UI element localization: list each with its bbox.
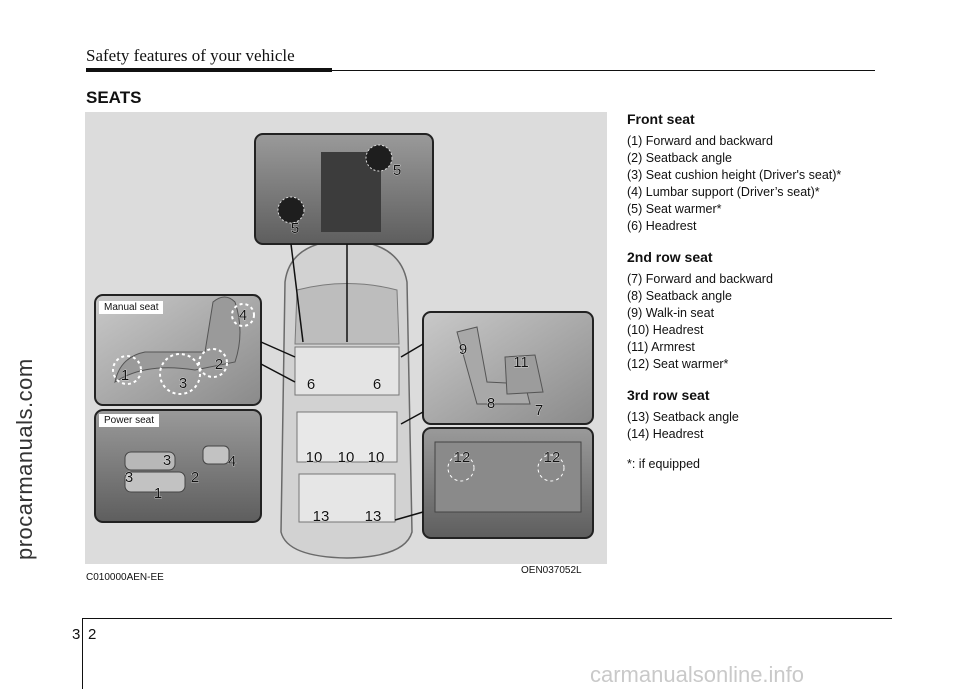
header-rule-thin	[332, 70, 875, 71]
front-seat-heading: Front seat	[627, 111, 695, 127]
section-title: SEATS	[86, 88, 142, 107]
list-item: (14) Headrest	[627, 427, 704, 441]
callout-10-c: 10	[368, 449, 385, 466]
second-row-inset	[422, 311, 594, 425]
chapter-number: 3	[72, 626, 81, 643]
seat-descriptions: Front seat (1) Forward and backward (2) …	[627, 111, 887, 471]
list-item: (9) Walk-in seat	[627, 306, 715, 320]
car-top-view	[280, 221, 413, 559]
footer-separator	[82, 618, 83, 689]
callout-3-power-b: 3	[125, 469, 133, 486]
third-row-heading: 3rd row seat	[627, 387, 710, 403]
list-item: (2) Seatback angle	[627, 151, 732, 165]
cargo-inset	[422, 427, 594, 539]
front-seat-list: (1) Forward and backward (2) Seatback an…	[627, 133, 887, 235]
running-header: Safety features of your vehicle	[86, 46, 295, 65]
callout-6-left: 6	[307, 376, 315, 393]
callout-4-power: 4	[228, 453, 236, 470]
list-item: (6) Headrest	[627, 219, 697, 233]
list-item: (7) Forward and backward	[627, 272, 773, 286]
third-row-list: (13) Seatback angle (14) Headrest	[627, 409, 887, 443]
callout-1-power: 1	[154, 485, 162, 502]
footer-rule	[82, 618, 892, 619]
callout-2-power: 2	[191, 469, 199, 486]
seats-illustration-svg: 5 5 4 2 3 1 3 4 3 2 1 6 6 9 11 8 7 10 10…	[94, 133, 594, 559]
header-rule-thick	[86, 68, 332, 72]
callout-3-manual: 3	[179, 375, 187, 392]
bottom-watermark: carmanualsonline.info	[590, 662, 805, 687]
list-item: (13) Seatback angle	[627, 410, 739, 424]
manual-seat-label: Manual seat	[99, 301, 164, 314]
callout-10-b: 10	[338, 449, 355, 466]
power-seat-inset	[94, 409, 262, 523]
list-item: (5) Seat warmer*	[627, 202, 722, 216]
connector-lines	[260, 243, 424, 521]
callout-12-right: 12	[544, 449, 561, 466]
callout-10-a: 10	[306, 449, 323, 466]
page-number: 2	[88, 626, 97, 643]
callout-7: 7	[535, 402, 543, 419]
second-row-heading: 2nd row seat	[627, 249, 713, 265]
manual-seat-inset	[94, 294, 262, 406]
callout-3-power-a: 3	[163, 452, 171, 469]
callout-4-manual: 4	[239, 307, 247, 324]
list-item: (12) Seat warmer*	[627, 357, 729, 371]
list-item: (1) Forward and backward	[627, 134, 773, 148]
list-item: (3) Seat cushion height (Driver's seat)*	[627, 168, 842, 182]
document-code: C010000AEN-EE	[86, 572, 164, 583]
second-row-list: (7) Forward and backward (8) Seatback an…	[627, 271, 887, 373]
callout-9: 9	[459, 341, 467, 358]
callout-2-manual: 2	[215, 356, 223, 373]
callout-13-right: 13	[365, 508, 382, 525]
callout-13-left: 13	[313, 508, 330, 525]
list-item: (4) Lumbar support (Driver’s seat)*	[627, 185, 820, 199]
callout-1-manual: 1	[121, 367, 129, 384]
seats-illustration: 5 5 4 2 3 1 3 4 3 2 1 6 6 9 11 8 7 10 10…	[85, 112, 607, 564]
callout-8: 8	[487, 395, 495, 412]
list-item: (8) Seatback angle	[627, 289, 732, 303]
list-item: (11) Armrest	[627, 340, 695, 354]
console-inset	[254, 133, 434, 245]
callout-12-left: 12	[454, 449, 471, 466]
side-watermark: procarmanuals.com	[12, 358, 37, 560]
figure-code: OEN037052L	[521, 565, 582, 576]
footnote: *: if equipped	[627, 457, 700, 471]
callout-6-right: 6	[373, 376, 381, 393]
callout-5-top: 5	[393, 162, 401, 179]
callout-numbers: 5 5 4 2 3 1 3 4 3 2 1 6 6 9 11 8 7 10 10…	[121, 162, 561, 526]
power-seat-label: Power seat	[99, 414, 160, 427]
callout-11: 11	[513, 354, 529, 371]
callout-5-bottom: 5	[291, 220, 299, 237]
list-item: (10) Headrest	[627, 323, 704, 337]
